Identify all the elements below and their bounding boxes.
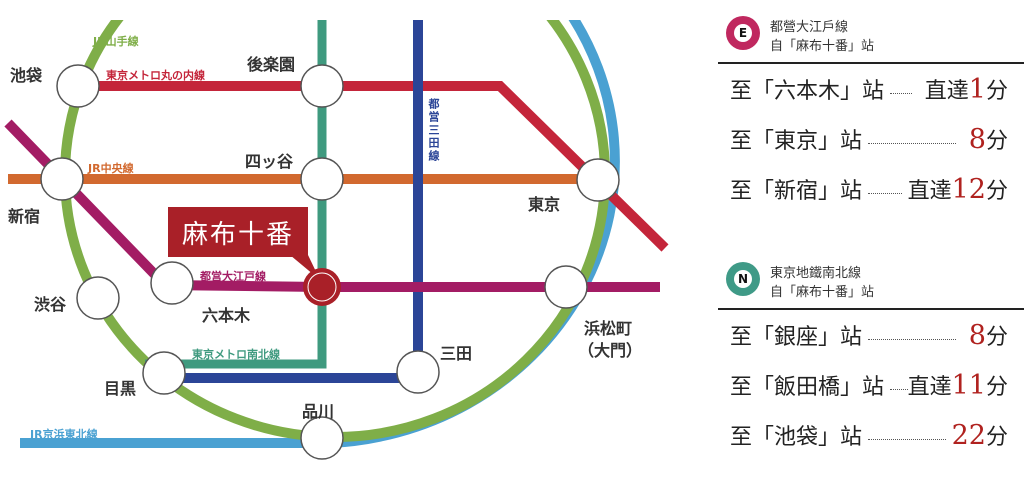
station-azabu-juban[interactable]: [303, 268, 341, 306]
mita-line-label: 都営三田線: [427, 98, 440, 163]
minutes-unit: 分: [985, 425, 1008, 450]
leader-dots: [868, 438, 947, 440]
station-yotsuya[interactable]: [300, 157, 344, 201]
label-meguro: 目黒: [104, 379, 137, 398]
direct-label: 直達: [924, 79, 969, 104]
panel-line-name: 東京地鐵南北線: [770, 266, 862, 281]
station-mita[interactable]: [396, 350, 440, 394]
panel-divider: [718, 62, 1024, 64]
namboku-line-logo-icon: N: [726, 262, 760, 296]
station-hamamatsucho[interactable]: [544, 265, 588, 309]
minutes: 11: [951, 370, 986, 401]
station-meguro[interactable]: [142, 351, 186, 395]
panel-divider: [718, 308, 1024, 310]
label-ikebukuro: 池袋: [10, 66, 43, 85]
station-korakuen[interactable]: [300, 64, 344, 108]
leader-dots: [868, 338, 957, 340]
destination: 至「新宿」站: [730, 179, 863, 204]
destination: 至「飯田橋」站: [730, 375, 885, 400]
station-tokyo[interactable]: [576, 158, 620, 202]
station-shibuya[interactable]: [76, 276, 120, 320]
leader-dots: [868, 142, 957, 144]
label-yotsuya: 四ッ谷: [245, 152, 294, 171]
minutes: 1: [968, 74, 986, 105]
label-shibuya: 渋谷: [34, 295, 67, 314]
marunouchi-line-label: 東京メトロ丸の内線: [106, 69, 205, 82]
oedo-line-label: 都営大江戸線: [200, 270, 266, 283]
azabu-juban-highlight-label: 麻布十番: [168, 207, 308, 257]
destination: 至「銀座」站: [730, 325, 863, 350]
destination: 至「六本木」站: [730, 79, 885, 104]
label-mita: 三田: [440, 344, 473, 363]
yamanote-line-label: JR山手線: [93, 35, 139, 48]
label-shinjuku: 新宿: [8, 207, 41, 226]
oedo-line: [4, 119, 660, 292]
leader-dots: [890, 388, 909, 390]
route-map: JR山手線 東京メトロ丸の内線 JR中央線 都営三田線 都営大江戸線 東京メトロ…: [4, 20, 669, 460]
minutes: 8: [968, 124, 986, 155]
panel-origin: 自「麻布十番」站: [770, 285, 875, 300]
leader-dots: [868, 192, 903, 194]
label-shinagawa: 品川: [302, 402, 335, 421]
marunouchi-line: [78, 81, 669, 252]
destination: 至「東京」站: [730, 129, 863, 154]
destination: 至「池袋」站: [730, 425, 863, 450]
panel-line-name: 都營大江戶線: [770, 20, 849, 35]
direct-label: 直達: [907, 179, 952, 204]
route-map-lines: [4, 20, 669, 460]
label-daimon: （大門）: [578, 341, 643, 360]
station-shinagawa[interactable]: [300, 416, 344, 460]
minutes-unit: 分: [985, 179, 1008, 204]
direct-label: 直達: [907, 375, 952, 400]
minutes-unit: 分: [985, 375, 1008, 400]
chuo-line-label: JR中央線: [88, 162, 134, 175]
oedo-line-logo-icon: E: [726, 16, 760, 50]
station-ikebukuro[interactable]: [56, 64, 100, 108]
minutes-unit: 分: [985, 129, 1008, 154]
keihin-line-label: JR京浜東北線: [30, 428, 98, 441]
namboku-line-label: 東京メトロ南北線: [192, 348, 280, 361]
station-shinjuku[interactable]: [40, 157, 84, 201]
minutes: 12: [951, 174, 986, 205]
minutes-unit: 分: [985, 79, 1008, 104]
station-azabu-juban-ring: [307, 272, 337, 302]
minutes: 22: [951, 420, 986, 451]
label-korakuen: 後楽園: [247, 55, 296, 74]
minutes-unit: 分: [985, 325, 1008, 350]
label-tokyo: 東京: [528, 195, 561, 214]
label-hamamatsucho: 浜松町: [584, 319, 633, 338]
namboku-line: [145, 20, 327, 369]
leader-dots: [890, 92, 913, 94]
minutes: 8: [968, 320, 986, 351]
panel-origin: 自「麻布十番」站: [770, 39, 875, 54]
station-roppongi[interactable]: [150, 261, 194, 305]
label-roppongi: 六本木: [202, 306, 251, 325]
